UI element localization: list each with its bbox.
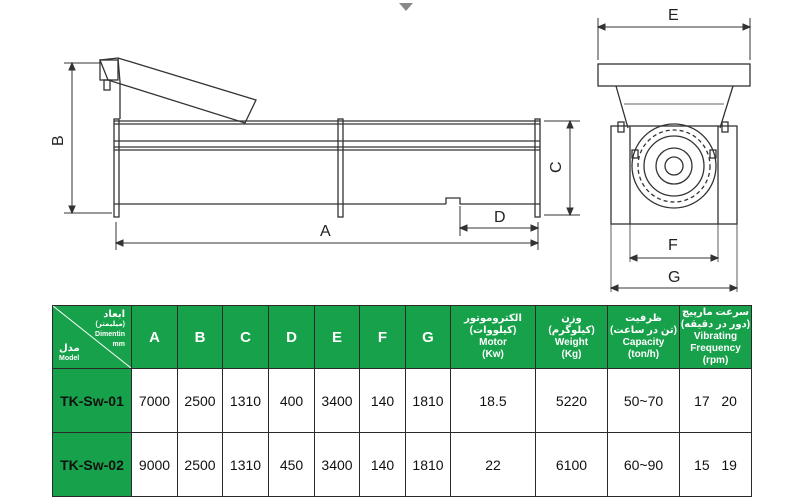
col-header-c: C — [222, 305, 269, 369]
corner-dims-label: ابعاد (میلیمتر) Dimentin mm — [95, 309, 125, 349]
table-row: TK-Sw-01 7000 2500 1310 400 3400 140 181… — [52, 368, 752, 433]
end-view — [597, 63, 751, 292]
model-cell: TK-Sw-01 — [52, 368, 132, 433]
cell-g: 1810 — [405, 368, 451, 433]
col-header-weight: وزن (کیلوگرم) Weight (Kg) — [535, 305, 608, 369]
col-header-g: G — [405, 305, 451, 369]
dimension-f — [628, 254, 720, 262]
cell-a: 7000 — [131, 368, 178, 433]
dimension-e — [596, 18, 752, 60]
corner-model-label: مدل Model — [59, 343, 80, 363]
cell-g: 1810 — [405, 432, 451, 497]
col-header-motor: الکتروموتور (کیلووات) Motor (Kw) — [450, 305, 536, 369]
dim-label-e: E — [668, 7, 679, 24]
dimension-c — [544, 119, 580, 217]
cell-rpm: 15 19 — [679, 432, 752, 497]
col-header-a: A — [131, 305, 178, 369]
table-row: TK-Sw-02 9000 2500 1310 450 3400 140 181… — [52, 432, 752, 497]
side-view — [99, 57, 541, 218]
dim-label-d: D — [494, 209, 506, 226]
dimension-d — [458, 206, 540, 236]
cell-f: 140 — [359, 368, 406, 433]
cell-f: 140 — [359, 432, 406, 497]
col-header-rpm: سرعت مارپیچ (دور در دقیقه) Vibrating Fre… — [679, 305, 752, 369]
technical-drawing: B A D C — [50, 3, 752, 292]
dim-label-b: B — [50, 135, 67, 146]
dim-label-c: C — [548, 161, 565, 173]
cell-motor: 22 — [450, 432, 536, 497]
diagonal-line — [53, 306, 131, 368]
dimension-g — [609, 284, 739, 292]
dim-label-f: F — [668, 237, 678, 254]
table-header-row: ابعاد (میلیمتر) Dimentin mm مدل Model A … — [52, 305, 752, 369]
cell-c: 1310 — [222, 432, 269, 497]
model-cell: TK-Sw-02 — [52, 432, 132, 497]
cell-e: 3400 — [314, 368, 360, 433]
col-header-b: B — [177, 305, 223, 369]
corner-header: ابعاد (میلیمتر) Dimentin mm مدل Model — [52, 305, 132, 369]
col-header-d: D — [268, 305, 315, 369]
col-header-e: E — [314, 305, 360, 369]
scroll-marker-icon — [399, 3, 413, 11]
cell-weight: 6100 — [535, 432, 608, 497]
cell-b: 2500 — [177, 368, 223, 433]
dim-label-g: G — [668, 269, 680, 286]
dimension-b — [64, 61, 112, 215]
cell-weight: 5220 — [535, 368, 608, 433]
cell-a: 9000 — [131, 432, 178, 497]
cell-d: 450 — [268, 432, 315, 497]
cell-motor: 18.5 — [450, 368, 536, 433]
cell-c: 1310 — [222, 368, 269, 433]
cell-rpm: 17 20 — [679, 368, 752, 433]
cell-b: 2500 — [177, 432, 223, 497]
dimension-a — [114, 222, 540, 250]
cell-capacity: 60~90 — [607, 432, 680, 497]
cell-e: 3400 — [314, 432, 360, 497]
cell-capacity: 50~70 — [607, 368, 680, 433]
cell-d: 400 — [268, 368, 315, 433]
spec-table: ابعاد (میلیمتر) Dimentin mm مدل Model A … — [52, 305, 752, 497]
col-header-capacity: ظرفیت (تن در ساعت) Capacity (ton/h) — [607, 305, 680, 369]
dim-label-a: A — [320, 223, 331, 240]
col-header-f: F — [359, 305, 406, 369]
